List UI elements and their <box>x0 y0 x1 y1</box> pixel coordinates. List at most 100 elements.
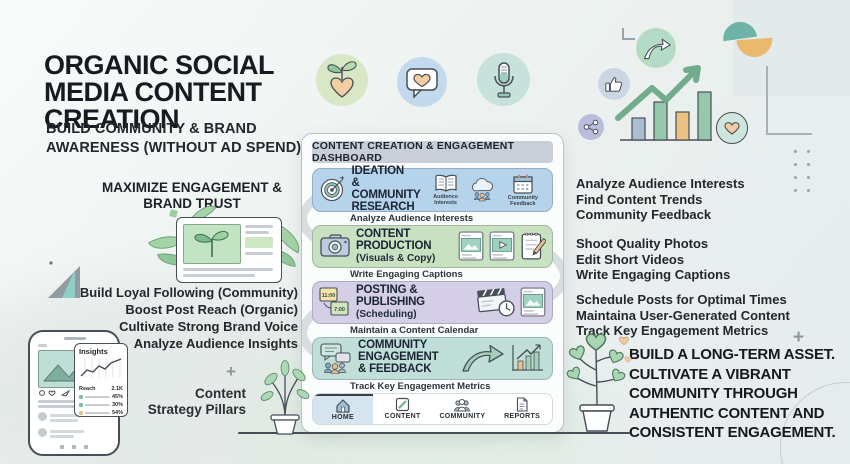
browser-window <box>176 217 282 283</box>
feature-line: Maintaina User-Generated Content <box>576 307 790 323</box>
benefit-item: Analyze Audience Insights <box>133 335 298 351</box>
l-bracket-decoration <box>622 38 635 40</box>
stage-caption: Track Key Engagement Metrics <box>350 380 491 392</box>
svg-text:11:00: 11:00 <box>322 293 336 299</box>
dashboard-panel: CONTENT CREATION & ENGAGEMENT DASHBOARD … <box>301 133 564 433</box>
curved-share-arrow-icon <box>462 345 504 372</box>
text-line <box>50 435 74 438</box>
cloud-people-icon <box>472 178 494 202</box>
insights-card: Insights Reach 2.1K 45% <box>74 343 128 417</box>
feature-line: Find Content Trends <box>576 191 703 207</box>
book-icon <box>434 174 457 192</box>
insights-stat-row: 54% <box>79 409 123 417</box>
stage-caption: Write Engaging Captions <box>350 268 463 280</box>
legend-swatch <box>79 403 83 407</box>
insights-stat-row: 30% <box>79 401 123 409</box>
phone-illustration: Insights Reach 2.1K 45% <box>22 328 138 464</box>
nav-tab-reports[interactable]: REPORTS <box>492 394 552 424</box>
heart-badge-icon <box>716 112 748 144</box>
home-icon <box>336 399 350 413</box>
nav-tab-home[interactable]: HOME <box>313 393 373 425</box>
dashboard-navbar: HOME CONTENT COMMUNITY <box>312 392 553 426</box>
stage-caption: Analyze Audience Interests <box>350 212 474 224</box>
phone-speaker <box>64 337 86 340</box>
nav-label: REPORTS <box>504 413 541 421</box>
feature-line: Shoot Quality Photos <box>576 236 709 251</box>
stat-value: 30% <box>111 402 123 408</box>
clapperboard-clock-icon <box>477 288 515 317</box>
chat-heart-icon <box>397 57 447 107</box>
nav-tab-content[interactable]: CONTENT <box>373 394 433 424</box>
avatar <box>38 428 47 437</box>
text-line <box>245 231 269 234</box>
potted-plant-icon <box>260 360 310 435</box>
nav-label: CONTENT <box>384 413 421 421</box>
nav-label: HOME <box>331 414 354 422</box>
nav-label: COMMUNITY <box>439 412 486 420</box>
stat-value: 54% <box>111 410 123 416</box>
text-line <box>50 414 86 417</box>
share-network-icon <box>578 114 604 140</box>
green-block <box>245 237 273 248</box>
avatar <box>38 412 47 421</box>
people-icon <box>454 398 471 412</box>
stage-caption: Maintain a Content Calendar <box>350 324 479 336</box>
closing-statement: BUILD A LONG-TERM ASSET. CULTIVATE A VIB… <box>629 346 836 441</box>
benefit-item: Build Loyal Following (Community) <box>79 285 298 300</box>
legend-swatch <box>79 395 83 399</box>
heart-plant-icon <box>566 333 632 432</box>
notepad-pencil-icon <box>521 233 546 260</box>
benefits-list: Build Loyal Following (Community) Boost … <box>36 285 298 353</box>
plus-decoration: + <box>226 362 236 381</box>
photo-post-icon <box>520 287 546 317</box>
feature-line: Community Feedback <box>576 207 712 223</box>
text-line <box>38 400 88 403</box>
nav-dot <box>84 445 88 449</box>
icon-with-label: Community Feedback <box>500 173 546 208</box>
insights-stat-row: 45% <box>79 393 123 401</box>
axis-line-decoration <box>766 66 768 134</box>
text-line <box>183 274 255 277</box>
camera-icon <box>320 234 350 257</box>
sticky-notes-icon: 11:00 7:00 <box>319 287 349 316</box>
legend-swatch <box>79 411 83 415</box>
page-subtitle: BUILD COMMUNITY & BRAND AWARENESS (WITHO… <box>46 121 302 156</box>
stat-label-line <box>85 396 110 398</box>
heart-sprout-icon <box>316 54 368 106</box>
nav-tab-community[interactable]: COMMUNITY <box>433 394 493 424</box>
icon-with-label: Audience Interests <box>426 174 466 207</box>
pillars-label: Content Strategy Pillars <box>147 386 246 418</box>
stat-value: 45% <box>111 394 123 400</box>
stat-label-line <box>85 412 110 414</box>
line-chart <box>80 358 122 378</box>
sprout-icon <box>194 230 229 257</box>
document-icon <box>517 397 528 412</box>
text-line <box>50 430 84 433</box>
browser-illustration <box>147 199 307 300</box>
stage-card-ideation: IDEATION & COMMUNITY RESEARCH Audience I… <box>312 165 553 213</box>
stat-label: Reach <box>79 386 96 392</box>
calendar-icon <box>513 174 533 194</box>
text-line <box>38 344 47 347</box>
stage-title: POSTING & PUBLISHING (Scheduling) <box>356 283 425 320</box>
chat-people-icon <box>320 343 351 375</box>
benefit-item: Boost Post Reach (Organic) <box>125 301 298 317</box>
dashboard-title: CONTENT CREATION & ENGAGEMENT DASHBOARD <box>312 140 553 164</box>
stage-title: COMMUNITY ENGAGEMENT & FEEDBACK <box>358 339 439 376</box>
square-decoration <box>169 209 178 218</box>
microphone-icon <box>477 53 530 106</box>
feature-group-production: Shoot Quality Photos Edit Short Videos W… <box>576 236 811 283</box>
feature-line: Analyze Audience Interests <box>576 176 745 191</box>
stat-value: 2.1K <box>111 386 123 392</box>
feature-line: Track Key Engagement Metrics <box>576 323 769 339</box>
feature-group-research: Analyze Audience Interests Find Content … <box>576 176 811 223</box>
triangle-decoration <box>48 261 80 298</box>
post-image <box>183 224 241 264</box>
benefit-item: Cultivate Strong Brand Voice <box>119 318 298 334</box>
l-bracket-decoration <box>622 28 624 40</box>
share-arrow-icon <box>636 28 676 68</box>
stat-label-line <box>85 404 110 406</box>
icon-label: Community Feedback <box>507 194 538 207</box>
plus-decoration: + <box>793 327 805 348</box>
